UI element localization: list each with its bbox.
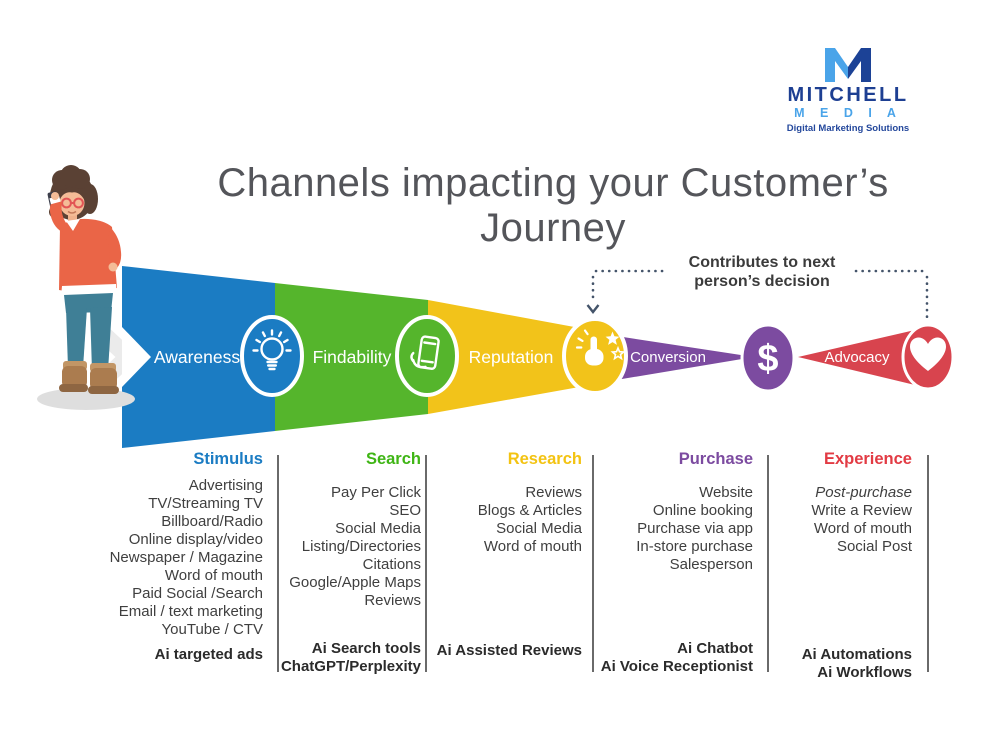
funnel-notch [122, 327, 151, 387]
dotted-connector-right [854, 269, 929, 320]
heart-icon [910, 337, 946, 371]
glasses-icon [61, 197, 84, 209]
column-ai-items: Ai Assisted Reviews [362, 642, 582, 660]
logo-tagline: Digital Marketing Solutions [786, 123, 910, 134]
channel-item: Online booking [652, 502, 753, 519]
column-ai-items: Ai targeted ads [43, 646, 263, 664]
channel-item: Blogs & Articles [477, 502, 582, 519]
dollar-circle [740, 323, 796, 393]
logo-m-icon [825, 48, 871, 82]
channel-item: Social Media [335, 520, 421, 537]
column-divider [425, 455, 427, 672]
ai-item: Ai Assisted Reviews [436, 642, 582, 659]
channel-item: SEO [389, 502, 421, 519]
channel-item: Word of mouth [164, 567, 263, 584]
person-illustration [37, 165, 135, 410]
funnel-segment-conversion [610, 335, 754, 381]
channel-item: In-store purchase [636, 538, 753, 555]
ai-item: ChatGPT/Perplexity [280, 658, 421, 675]
channel-item: Word of mouth [483, 538, 582, 555]
channel-item: TV/Streaming TV [148, 495, 263, 512]
column-divider [592, 455, 594, 672]
tap-stars-icon [575, 329, 626, 366]
logo-name: MITCHELL [787, 84, 909, 106]
column-header: Research [507, 450, 582, 468]
channel-item: Newspaper / Magazine [109, 549, 263, 566]
logo-media: M E D I A [794, 106, 902, 120]
channel-item: Social Post [836, 538, 912, 555]
page-title: Channels impacting your Customer’s Journ… [217, 161, 889, 250]
channel-item: Reviews [364, 592, 421, 609]
ai-item: Ai Search tools [311, 640, 421, 657]
annotation-contributes: Contributes to next person’s decision [662, 253, 862, 291]
channel-item: Online display/video [128, 531, 263, 548]
dotted-connector-left [591, 269, 668, 305]
arrow-down-icon [586, 304, 600, 314]
channel-item: Salesperson [669, 556, 753, 573]
channel-item: Purchase via app [637, 520, 753, 537]
column-divider [277, 455, 279, 672]
channel-item: Citations [362, 556, 421, 573]
channel-item: Word of mouth [813, 520, 912, 537]
ai-item: Ai Voice Receptionist [600, 658, 753, 675]
channel-item: Reviews [525, 484, 582, 501]
stage-label-advocacy: Advocacy [824, 349, 890, 366]
column-divider [927, 455, 929, 672]
stage-label-awareness: Awareness [154, 347, 241, 367]
stage-label-reputation: Reputation [469, 347, 554, 367]
mitchell-media-logo: MITCHELL M E D I A Digital Marketing Sol… [770, 48, 926, 135]
channel-item: YouTube / CTV [161, 621, 263, 638]
column-header: Stimulus [193, 450, 263, 468]
stage-label-findability: Findability [313, 347, 392, 367]
channel-item: Post-purchase [815, 484, 912, 501]
phone-hand-icon [410, 335, 440, 370]
lightbulb-icon [252, 329, 292, 371]
channel-item: Advertising [188, 477, 263, 494]
findability-circle [395, 315, 459, 397]
channel-item: Listing/Directories [301, 538, 421, 555]
dollar-icon: $ [757, 338, 778, 380]
funnel-segment-advocacy [798, 330, 915, 385]
awareness-circle [240, 315, 304, 397]
column-header: Purchase [678, 450, 753, 468]
ai-item: Ai Chatbot [677, 640, 753, 657]
column-divider [767, 455, 769, 672]
channel-item: Billboard/Radio [161, 513, 263, 530]
channel-item: Pay Per Click [330, 484, 421, 501]
funnel-segment-awareness [122, 266, 275, 448]
channel-item: Write a Review [811, 502, 912, 519]
funnel-segment-reputation [428, 300, 596, 414]
funnel-segment-findability [275, 283, 428, 431]
channel-item: Website [699, 484, 753, 501]
stage-label-conversion: Conversion [630, 349, 706, 366]
channel-item: Social Media [496, 520, 582, 537]
channel-item: Email / text marketing [118, 603, 263, 620]
annotation-line1: Contributes to next [688, 254, 836, 271]
channel-item: Paid Social /Search [132, 585, 263, 602]
ai-item: Ai Workflows [817, 664, 912, 681]
ai-item: Ai targeted ads [154, 646, 263, 663]
column-header: Search [365, 450, 421, 468]
annotation-line2: person’s decision [694, 273, 830, 290]
channel-item: Google/Apple Maps [289, 574, 421, 591]
ai-item: Ai Automations [801, 646, 912, 663]
column-header: Experience [823, 450, 912, 468]
